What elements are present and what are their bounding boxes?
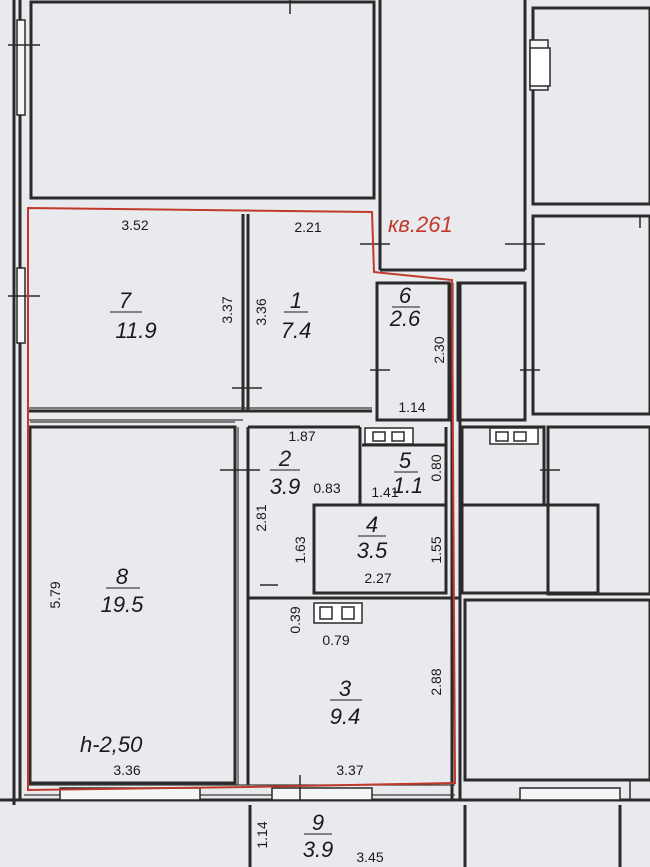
room-6-area: 2.6 xyxy=(389,306,421,331)
ceiling-height-label: h-2,50 xyxy=(80,732,143,757)
dim-r8-bottom: 3.36 xyxy=(113,762,140,778)
dim-r3-left: 0.39 xyxy=(287,606,303,633)
dim-r9-bottom: 3.45 xyxy=(356,849,383,865)
room-9-area: 3.9 xyxy=(303,837,334,862)
dim-r5-left: 1.41 xyxy=(371,484,398,500)
room-6-number: 6 xyxy=(399,283,412,308)
dim-r2-right: 0.83 xyxy=(313,480,340,496)
room-1-area: 7.4 xyxy=(281,318,312,343)
dim-r4-bottom: 2.27 xyxy=(364,570,391,586)
dim-r3-bottom: 3.37 xyxy=(336,762,363,778)
tick-marks xyxy=(8,0,641,800)
room-3-area: 9.4 xyxy=(330,704,361,729)
room-8-number: 8 xyxy=(116,564,129,589)
apartment-label: кв.261 xyxy=(388,212,453,237)
room-8-area: 19.5 xyxy=(101,592,145,617)
dim-r6-bottom: 1.14 xyxy=(398,399,425,415)
dim-r4-right: 1.55 xyxy=(428,536,444,563)
dim-r9-side: 1.14 xyxy=(254,821,270,848)
room-5-area: 1.1 xyxy=(393,473,424,498)
room-2-area: 3.9 xyxy=(270,474,301,499)
room-4-number: 4 xyxy=(366,512,378,537)
dim-r7-top: 3.52 xyxy=(121,217,148,233)
dim-r2-top: 1.87 xyxy=(288,428,315,444)
dim-r2-side: 2.81 xyxy=(253,504,269,531)
room-4-area: 3.5 xyxy=(357,538,388,563)
dim-r7-side: 3.37 xyxy=(219,296,235,323)
dim-r8-side: 5.79 xyxy=(47,581,63,608)
dim-r3-niche: 0.79 xyxy=(322,632,349,648)
room-5-number: 5 xyxy=(399,448,412,473)
dim-r5-right: 0.80 xyxy=(428,454,444,481)
room-9-number: 9 xyxy=(312,810,324,835)
fixtures xyxy=(313,47,551,624)
room-7-number: 7 xyxy=(119,288,132,313)
dim-r1-side: 3.36 xyxy=(253,298,269,325)
room-3-number: 3 xyxy=(339,676,352,701)
apartment-outline xyxy=(27,206,457,792)
dim-r3-side: 2.88 xyxy=(428,668,444,695)
room-7-area: 11.9 xyxy=(115,318,156,343)
room-1-number: 1 xyxy=(290,288,302,313)
dim-r4-left: 1.63 xyxy=(292,536,308,563)
dim-r1-top: 2.21 xyxy=(294,219,321,235)
dim-r6-side: 2.30 xyxy=(431,336,447,363)
room-2-number: 2 xyxy=(278,446,291,471)
